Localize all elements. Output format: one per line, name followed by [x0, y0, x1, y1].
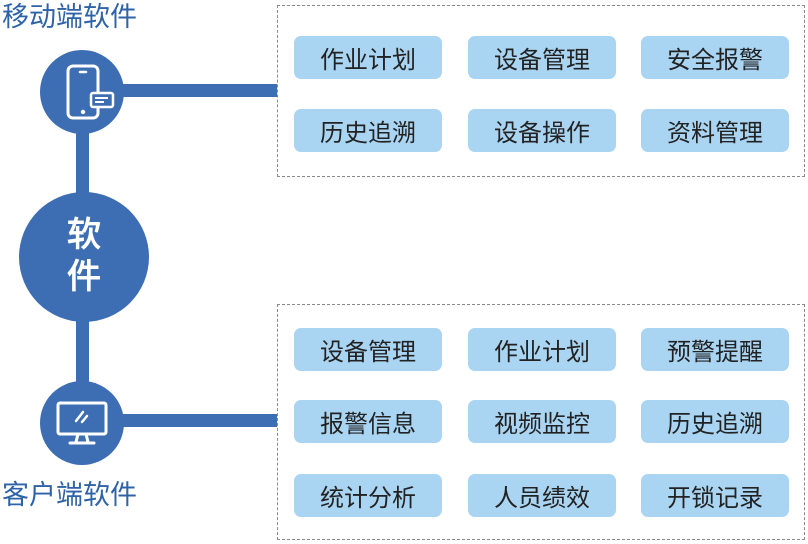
client-feature-chip: 报警信息: [294, 400, 442, 443]
smartphone-icon: [66, 64, 115, 120]
connector-top-vertical: [76, 120, 89, 200]
client-features-panel: 设备管理 作业计划 预警提醒 报警信息 视频监控 历史追溯 统计分析 人员绩效 …: [277, 304, 805, 540]
client-feature-chip: 人员绩效: [468, 474, 616, 517]
client-node: [40, 381, 124, 465]
connector-mobile-horizontal: [120, 84, 277, 97]
center-label-line2: 件: [67, 257, 101, 297]
mobile-feature-chip: 设备操作: [468, 109, 616, 152]
mobile-feature-chip: 历史追溯: [294, 109, 442, 152]
client-feature-chip: 预警提醒: [641, 328, 789, 371]
mobile-software-title: 移动端软件: [2, 2, 137, 33]
client-feature-chip: 统计分析: [294, 474, 442, 517]
client-feature-chip: 设备管理: [294, 328, 442, 371]
monitor-icon: [56, 401, 108, 445]
mobile-feature-chip: 作业计划: [294, 36, 442, 79]
mobile-node: [40, 50, 124, 134]
connector-bottom-vertical: [76, 318, 89, 390]
center-label-line1: 软: [67, 215, 101, 256]
client-software-title: 客户端软件: [2, 480, 137, 511]
mobile-features-panel: 作业计划 设备管理 安全报警 历史追溯 设备操作 资料管理: [277, 5, 805, 177]
mobile-feature-chip: 设备管理: [468, 36, 616, 79]
client-feature-chip: 作业计划: [468, 328, 616, 371]
connector-client-horizontal: [120, 414, 277, 427]
client-feature-chip: 历史追溯: [641, 400, 789, 443]
client-feature-chip: 开锁记录: [641, 474, 789, 517]
mobile-feature-chip: 安全报警: [641, 36, 789, 79]
client-feature-chip: 视频监控: [468, 400, 616, 443]
software-center-node: 软 件: [19, 192, 149, 322]
mobile-feature-chip: 资料管理: [641, 109, 789, 152]
